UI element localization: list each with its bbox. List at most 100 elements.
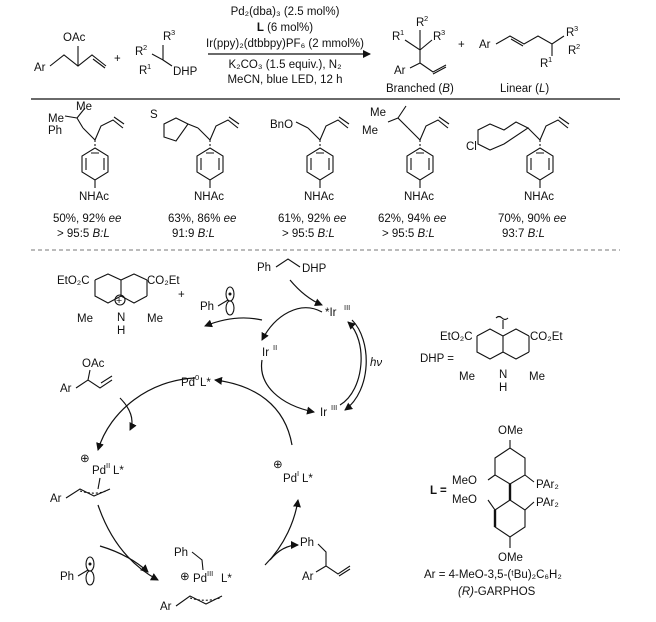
svg-text:N: N — [499, 369, 507, 381]
aryl-ring — [526, 147, 554, 188]
nhac-label: NHAc — [404, 191, 434, 203]
product-structure — [315, 543, 351, 577]
benzyl-dhp-reagent: Ph DHP — [257, 258, 327, 275]
svg-text:K₂CO₃ (1.5 equiv.), N₂: K₂CO₃ (1.5 equiv.), N₂ — [228, 59, 341, 71]
iridium-cycle: *Ir III Ir II Ir III hν — [204, 279, 382, 419]
svg-text:Ar: Ar — [302, 571, 314, 583]
svg-text:Ph: Ph — [300, 537, 314, 549]
svg-text:Ar: Ar — [479, 39, 491, 51]
svg-text:Pd: Pd — [92, 465, 106, 477]
svg-text:R: R — [135, 46, 143, 58]
svg-text:III: III — [331, 403, 337, 412]
svg-text:Ph: Ph — [60, 571, 74, 583]
svg-text:⊕: ⊕ — [180, 571, 190, 583]
aryl-ring — [406, 147, 434, 188]
allyl-fragment — [407, 116, 450, 141]
svg-text:L*: L* — [200, 377, 211, 389]
svg-text:CO₂Et: CO₂Et — [530, 331, 563, 343]
nhac-label: NHAc — [524, 191, 554, 203]
ratio-label: > 95:5 B:L — [57, 228, 110, 240]
svg-text:III: III — [207, 569, 213, 578]
benzyl-radical: Ph — [200, 286, 235, 316]
svg-text:Pd: Pd — [283, 473, 297, 485]
yield-ee-label: 70%, 90% ee — [498, 213, 566, 225]
ratio-label: 91:9 B:L — [172, 228, 215, 240]
svg-text:*Ir: *Ir — [325, 307, 337, 319]
svg-text:L*: L* — [113, 465, 124, 477]
ratio-label: 93:7 B:L — [502, 228, 545, 240]
svg-text:+: + — [178, 289, 185, 301]
substrate-alkyl-dhp: R 2 R 3 R 1 DHP — [135, 28, 198, 78]
svg-text:Ir: Ir — [262, 347, 269, 359]
aryl-ring — [196, 147, 224, 188]
oac-label: OAc — [63, 32, 86, 44]
svg-text:3: 3 — [441, 28, 445, 37]
svg-text:Ar: Ar — [394, 65, 406, 77]
svg-text:DHP: DHP — [173, 66, 198, 78]
example-3: BnO NHAc 61%, 92% ee > 95:5 B:L — [270, 116, 350, 240]
substituent-bonds — [387, 105, 409, 129]
svg-text:CO₂Et: CO₂Et — [147, 275, 180, 287]
pyridinium-byproduct: EtO₂C CO₂Et + Me Me N H — [57, 273, 180, 337]
svg-text:Ir: Ir — [320, 407, 327, 419]
svg-text:R: R — [540, 58, 548, 70]
arrow-pdiii-to-pdi — [264, 499, 301, 566]
svg-text:Ir(ppy)₂(dtbbpy)PF₆ (2 mmol%): Ir(ppy)₂(dtbbpy)PF₆ (2 mmol%) — [206, 38, 364, 50]
nhac-label: NHAc — [304, 191, 334, 203]
svg-text:DHP =: DHP = — [420, 353, 454, 365]
svg-text:OAc: OAc — [82, 358, 105, 370]
svg-text:⊕: ⊕ — [80, 453, 90, 465]
substituent-label: Cl — [466, 141, 477, 153]
svg-text:MeCN, blue LED, 12 h: MeCN, blue LED, 12 h — [227, 74, 342, 86]
svg-text:hν: hν — [370, 357, 382, 369]
substituent-label: BnO — [270, 119, 293, 131]
svg-text:Me: Me — [147, 313, 163, 325]
reaction-conditions: Pd₂(dba)₃ (2.5 mol%) L (6 mol%) Ir(ppy)₂… — [206, 6, 371, 86]
svg-text:Me: Me — [529, 371, 545, 383]
svg-text:2: 2 — [576, 42, 580, 51]
svg-text:L*: L* — [221, 573, 232, 585]
svg-text:L (6 mol%): L (6 mol%) — [257, 22, 313, 34]
ratio-label: > 95:5 B:L — [382, 228, 435, 240]
svg-text:3: 3 — [574, 24, 578, 33]
svg-text:R: R — [392, 31, 400, 43]
substrate-allyl-acetate: OAc Ar — [34, 32, 107, 74]
svg-text:Ph: Ph — [174, 547, 188, 559]
svg-text:II: II — [106, 461, 110, 470]
svg-text:R: R — [566, 27, 574, 39]
svg-text:III: III — [344, 303, 350, 312]
svg-text:R: R — [139, 65, 147, 77]
svg-text:Ar: Ar — [50, 493, 62, 505]
arrow-pdi-to-pd0 — [214, 376, 293, 446]
svg-text:Pd₂(dba)₃ (2.5 mol%): Pd₂(dba)₃ (2.5 mol%) — [231, 6, 340, 18]
svg-text:Ar = 4-MeO-3,5-(ᵗBu)₂C₆H₂: Ar = 4-MeO-3,5-(ᵗBu)₂C₆H₂ — [424, 569, 562, 581]
ratio-label: > 95:5 B:L — [282, 228, 335, 240]
svg-text:Pd: Pd — [193, 573, 207, 585]
svg-text:Me: Me — [77, 313, 93, 325]
substituent-label: Me — [76, 101, 92, 113]
substituent-bonds — [163, 117, 199, 142]
svg-text:Branched (B): Branched (B) — [386, 83, 454, 95]
yield-ee-label: 61%, 92% ee — [278, 213, 346, 225]
svg-text:MeO: MeO — [452, 475, 477, 487]
svg-text:1: 1 — [147, 62, 151, 71]
svg-text:+: + — [116, 295, 122, 307]
svg-text:N: N — [117, 312, 125, 324]
svg-text:R: R — [163, 31, 171, 43]
svg-text:Ar: Ar — [60, 383, 72, 395]
ar-label: Ar — [34, 62, 46, 74]
svg-text:3: 3 — [171, 28, 175, 37]
allyl-fragment — [197, 116, 240, 141]
svg-text:2: 2 — [143, 43, 147, 52]
nhac-label: NHAc — [194, 191, 224, 203]
allyl-fragment — [82, 116, 125, 141]
substituent-label: Me — [370, 107, 386, 119]
svg-text:MeO: MeO — [452, 494, 477, 506]
arrow-pdii-to-pdiii — [97, 504, 159, 581]
svg-text:2: 2 — [424, 14, 428, 23]
